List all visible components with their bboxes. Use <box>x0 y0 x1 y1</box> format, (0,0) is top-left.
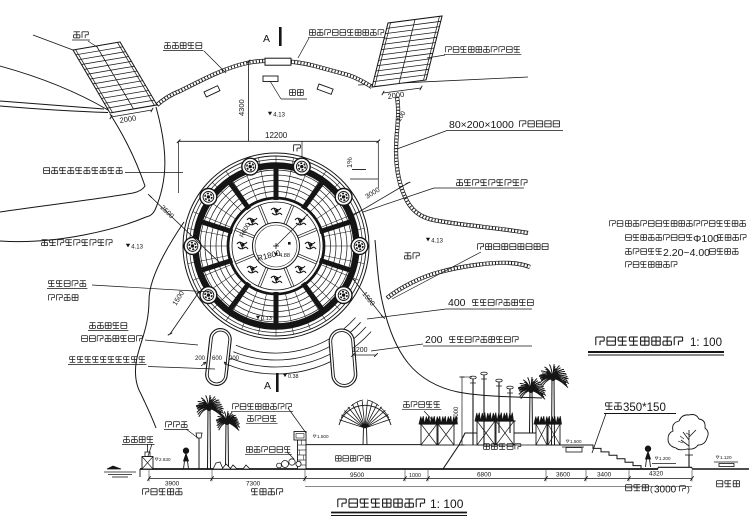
svg-text:2.20~4.00: 2.20~4.00 <box>663 247 710 259</box>
svg-text:1: 100: 1: 100 <box>690 337 722 349</box>
svg-text:4.13: 4.13 <box>273 113 285 119</box>
svg-text:2000: 2000 <box>119 113 137 124</box>
svg-text:A: A <box>263 33 270 45</box>
svg-text:1.500: 1.500 <box>317 434 329 439</box>
svg-text:12200: 12200 <box>265 131 288 140</box>
svg-text:0.38: 0.38 <box>288 374 299 380</box>
svg-text:): ) <box>687 484 690 494</box>
svg-text:Φ100: Φ100 <box>693 233 719 245</box>
svg-text:3400: 3400 <box>597 472 612 479</box>
svg-text:2.630: 2.630 <box>159 457 171 462</box>
svg-text:(: ( <box>650 484 653 494</box>
svg-text:100: 100 <box>396 110 408 123</box>
svg-text:4.88: 4.88 <box>279 253 290 259</box>
svg-text:200: 200 <box>195 356 206 362</box>
svg-text:1.200: 1.200 <box>659 456 671 461</box>
svg-text:4.13: 4.13 <box>431 239 443 245</box>
svg-text:4320: 4320 <box>649 471 664 478</box>
svg-text:3000: 3000 <box>654 485 677 496</box>
svg-text:200: 200 <box>229 356 240 362</box>
svg-text:0.13: 0.13 <box>261 316 272 322</box>
svg-text:2000: 2000 <box>387 90 405 101</box>
svg-text:80×200×1000: 80×200×1000 <box>449 119 514 131</box>
svg-text:A: A <box>264 380 271 392</box>
svg-text:4.13: 4.13 <box>131 245 143 251</box>
svg-text:3600: 3600 <box>556 472 571 479</box>
svg-text:600: 600 <box>212 356 223 362</box>
svg-text:1: 100: 1: 100 <box>430 497 464 511</box>
svg-text:1200: 1200 <box>352 347 368 354</box>
svg-text:7300: 7300 <box>246 481 261 488</box>
svg-text:400: 400 <box>448 297 466 309</box>
svg-text:9500: 9500 <box>350 472 365 479</box>
svg-text:1.120: 1.120 <box>720 455 732 460</box>
svg-text:1.500: 1.500 <box>570 439 582 444</box>
svg-text:5000: 5000 <box>454 406 460 420</box>
svg-text:4300: 4300 <box>237 99 246 116</box>
svg-text:6800: 6800 <box>477 472 492 479</box>
svg-text:1%: 1% <box>345 157 354 168</box>
svg-text:200: 200 <box>425 334 443 346</box>
svg-text:350*150: 350*150 <box>623 402 666 414</box>
svg-text:3900: 3900 <box>165 481 180 488</box>
svg-text:1000: 1000 <box>409 473 421 479</box>
